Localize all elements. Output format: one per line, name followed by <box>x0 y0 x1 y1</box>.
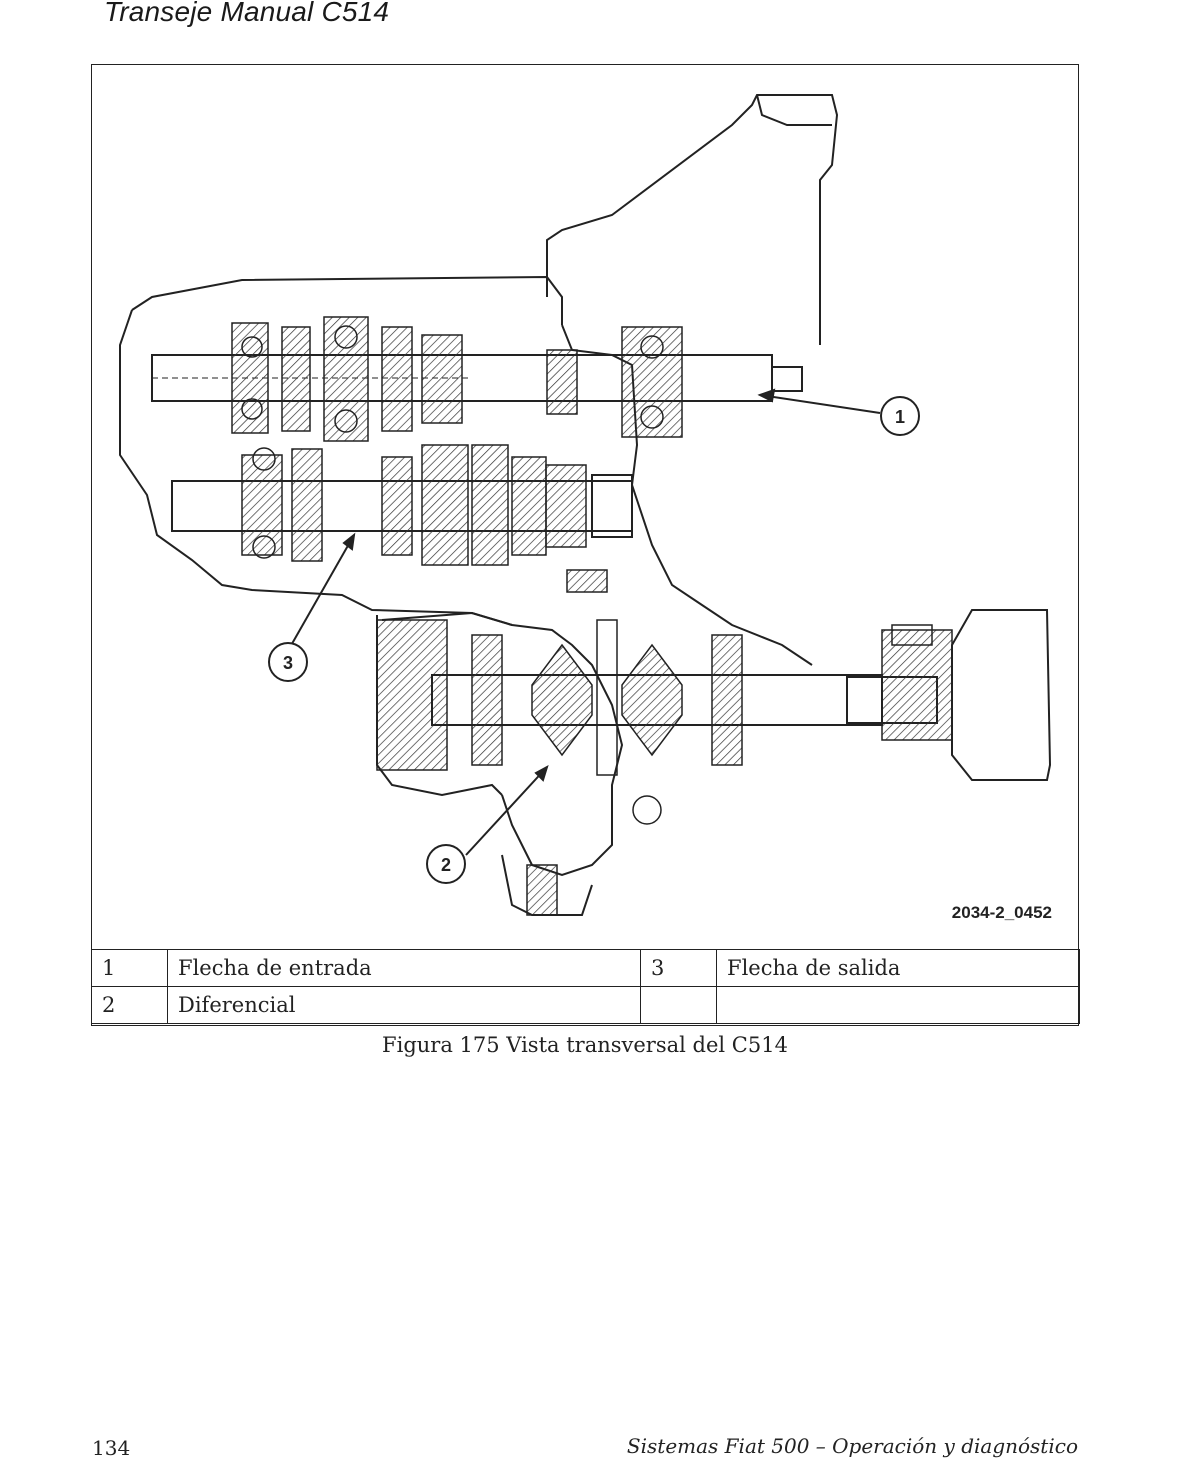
legend-label: Diferencial <box>167 986 641 1024</box>
legend-number: 2 <box>91 986 168 1024</box>
legend-row: 1 Flecha de entrada 3 Flecha de salida <box>91 949 1080 987</box>
footer-title: Sistemas Fiat 500 – Operación y diagnóst… <box>626 1434 1078 1458</box>
callout-1-label: 1 <box>895 407 905 427</box>
legend-label: Flecha de entrada <box>167 949 641 987</box>
legend-number: 1 <box>91 949 168 987</box>
input-shaft <box>151 316 803 442</box>
callout-2-label: 2 <box>441 855 451 875</box>
callout-1: 1 <box>880 396 920 436</box>
output-shaft <box>171 444 633 593</box>
page-number: 134 <box>92 1436 131 1460</box>
callout-2: 2 <box>426 844 466 884</box>
page-header-title: Transeje Manual C514 <box>104 0 390 27</box>
legend-number: 3 <box>640 949 717 987</box>
callout-3-label: 3 <box>283 653 293 673</box>
differential-assembly <box>376 609 1052 916</box>
legend-label <box>716 986 1080 1024</box>
figure-legend-table: 1 Flecha de entrada 3 Flecha de salida 2… <box>91 949 1080 1024</box>
legend-label: Flecha de salida <box>716 949 1080 987</box>
legend-number <box>640 986 717 1024</box>
legend-row: 2 Diferencial <box>91 986 1080 1024</box>
figure-frame: 1 2 3 2034-2_0452 1 Flecha de entrada 3 … <box>91 64 1080 1026</box>
callout-leaders <box>288 388 881 856</box>
figure-code: 2034-2_0452 <box>951 903 1052 922</box>
transaxle-cross-section-drawing: 1 2 3 2034-2_0452 <box>92 65 1078 949</box>
figure-caption: Figura 175 Vista transversal del C514 <box>382 1033 788 1057</box>
callout-3: 3 <box>268 642 308 682</box>
